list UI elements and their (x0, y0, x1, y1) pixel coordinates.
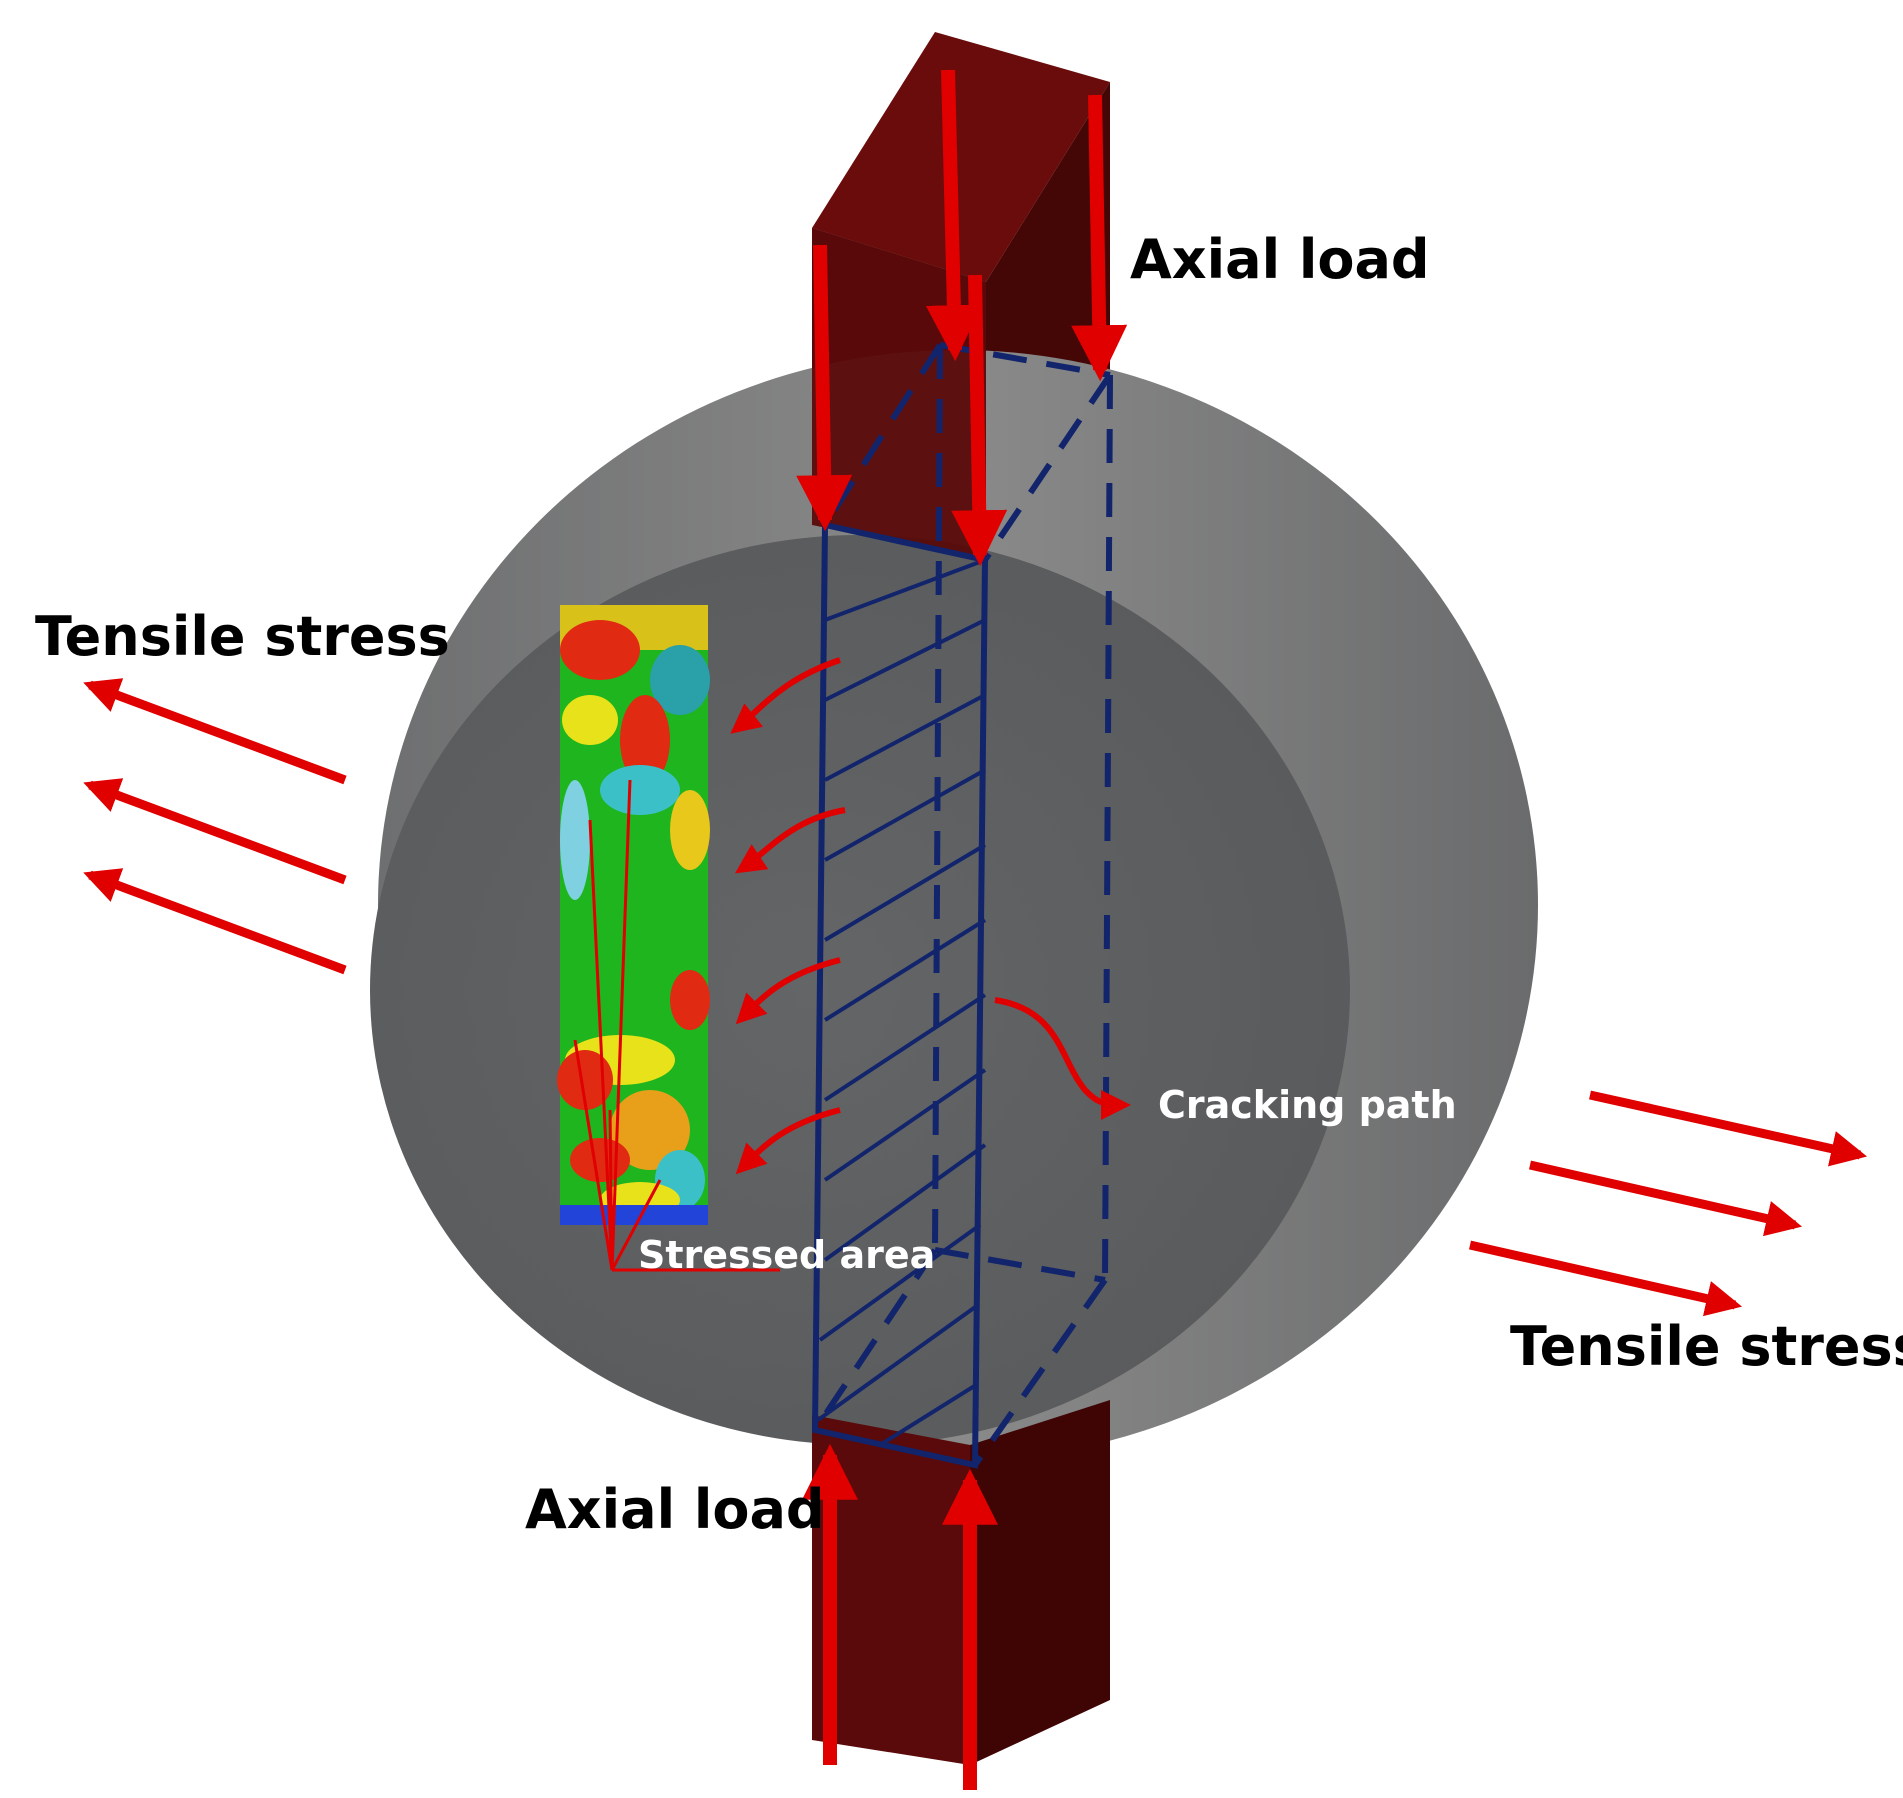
arrow (735, 1107, 841, 1175)
arrow (735, 807, 846, 874)
arrow (83, 678, 347, 785)
stressed-area-pointer-lines (573, 779, 780, 1272)
disc-face (370, 535, 1350, 1445)
arrow (735, 957, 841, 1025)
stressed-area-label: Stressed area (638, 1233, 935, 1277)
arrow (730, 657, 841, 734)
arrow (1589, 1090, 1868, 1167)
cracking-path-label: Cracking path (1158, 1083, 1457, 1127)
axial-load-bottom-label: Axial load (525, 1478, 825, 1541)
arrow (1469, 1240, 1743, 1317)
arrow (1071, 94, 1128, 382)
axial-load-arrows-top (796, 69, 1128, 567)
tensile-arrows-right (1469, 1090, 1868, 1317)
axial-load-arrows-bottom (802, 1443, 998, 1790)
arrow (796, 244, 853, 532)
arrow (951, 274, 1008, 567)
prism-hatching (816, 558, 987, 1447)
arrow (83, 778, 347, 885)
axial-load-top-label: Axial load (1130, 228, 1430, 291)
tensile-stress-right-label: Tensile stress (1510, 1315, 1903, 1378)
arrow (925, 69, 982, 362)
stress-contour-plot (557, 605, 710, 1225)
stress-transfer-arrows (730, 657, 846, 1175)
tensile-stress-left-label: Tensile stress (35, 605, 450, 668)
tensile-arrows-left (83, 678, 347, 975)
cracking-path-arrow (994, 997, 1131, 1120)
bottom-loading-bar (812, 1400, 1110, 1765)
arrow (1529, 1160, 1803, 1237)
arrow (83, 868, 347, 975)
